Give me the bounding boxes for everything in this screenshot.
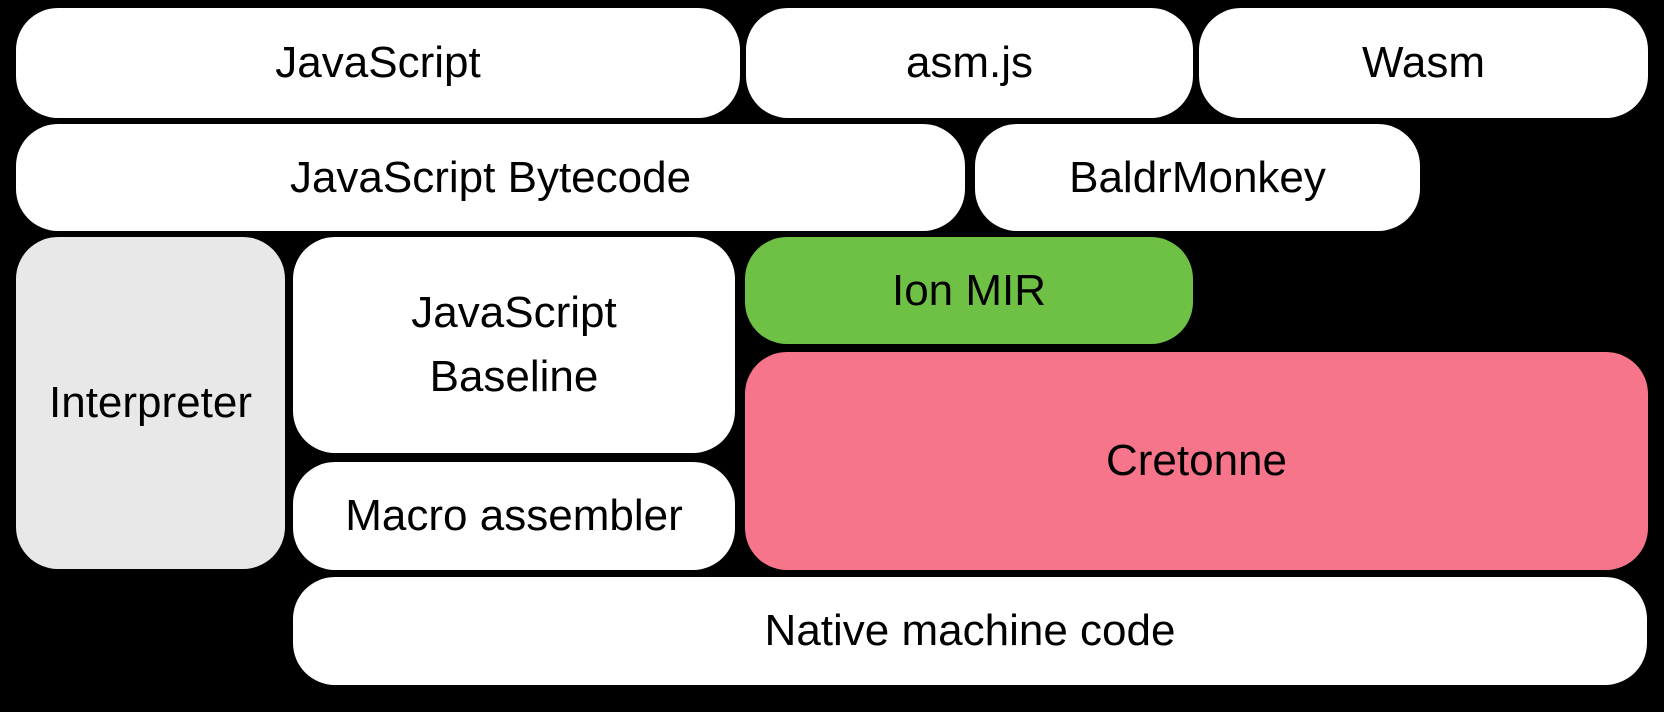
node-native-machine-code: Native machine code [293,577,1647,685]
node-macro-assembler-label: Macro assembler [345,491,683,541]
node-native-machine-code-label: Native machine code [764,606,1176,656]
node-javascript-baseline-label: JavaScript Baseline [411,288,617,401]
node-javascript-baseline: JavaScript Baseline [293,237,735,453]
node-ion-mir: Ion MIR [745,237,1193,344]
node-ion-mir-label: Ion MIR [891,265,1047,315]
node-wasm-label: Wasm [1361,38,1486,88]
node-asmjs: asm.js [746,8,1193,118]
node-cretonne-label: Cretonne [1105,436,1287,486]
node-interpreter: Interpreter [16,237,285,569]
node-baldrmonkey: BaldrMonkey [975,124,1420,231]
node-javascript-bytecode-label: JavaScript Bytecode [289,152,692,202]
node-javascript: JavaScript [16,8,740,118]
node-javascript-label: JavaScript [275,38,481,88]
node-wasm: Wasm [1199,8,1648,118]
node-baldrmonkey-label: BaldrMonkey [1069,152,1326,202]
node-cretonne: Cretonne [745,352,1648,570]
node-javascript-bytecode: JavaScript Bytecode [16,124,965,231]
node-asmjs-label: asm.js [905,38,1034,88]
node-interpreter-label: Interpreter [49,378,252,428]
node-macro-assembler: Macro assembler [293,462,735,570]
